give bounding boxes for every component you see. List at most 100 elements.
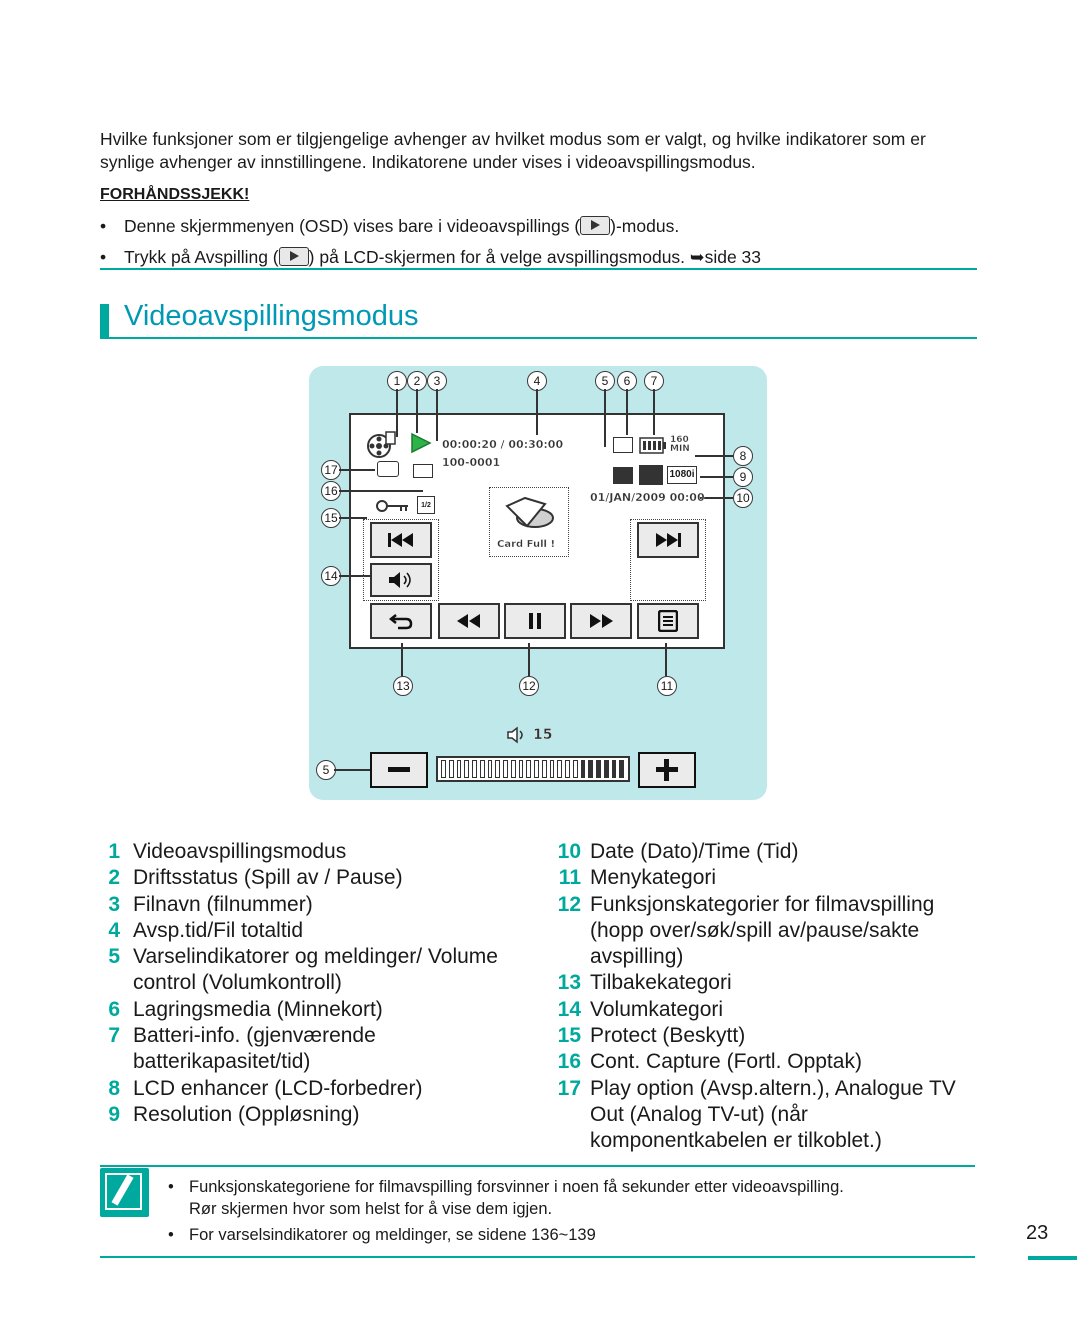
pause-icon (529, 613, 541, 629)
volume-bar[interactable] (436, 756, 630, 782)
legend-text: Menykategori (590, 866, 717, 890)
volume-button[interactable] (370, 563, 432, 597)
legend-number: 6 (108, 997, 120, 1021)
back-button[interactable] (370, 603, 432, 639)
legend-text: Batteri-info. (gjenværende batterikapasi… (133, 1024, 376, 1074)
volume-tick (619, 760, 624, 778)
volume-tick (503, 760, 508, 778)
leader-line (396, 389, 398, 437)
return-icon (388, 614, 413, 630)
legend-item: 16 Cont. Capture (Fortl. Opptak) (557, 1049, 977, 1075)
note-text-2: For varselsindikatorer og meldinger, se … (189, 1226, 596, 1244)
volume-tick (464, 760, 469, 778)
precheck-bullet-2-text-a: Trykk på Avspilling ( (124, 247, 279, 267)
skip-forward-area (630, 519, 706, 601)
legend-number: 3 (108, 892, 120, 916)
legend-number: 15 (557, 1024, 581, 1048)
legend-text: Filnavn (filnummer) (133, 892, 313, 916)
volume-up-button[interactable] (638, 752, 696, 788)
legend-text: LCD enhancer (LCD-forbedrer) (133, 1076, 423, 1100)
legend-number: 11 (558, 866, 581, 890)
precheck-bullet-2-text-b: ) på LCD-skjermen for å velge avspilling… (308, 247, 762, 267)
resolution-icon: 1080i (667, 466, 697, 484)
legend-text: Protect (Beskytt) (590, 1024, 746, 1048)
battery-unit: MIN (670, 444, 690, 454)
minus-icon (388, 767, 410, 772)
divider (100, 1256, 975, 1258)
date-time: 01/JAN/2009 00:00 (590, 491, 705, 504)
page-marker (1028, 1256, 1077, 1260)
page-number: 23 (1026, 1222, 1049, 1244)
leader-line (528, 643, 530, 676)
card-full-message: Card Full ! (497, 539, 556, 550)
legend-number: 9 (108, 1102, 120, 1126)
skip-back-button[interactable] (370, 522, 432, 558)
volume-tick (495, 760, 500, 778)
callout-9: 9 (733, 467, 753, 487)
callout-14: 14 (321, 566, 341, 586)
cont-capture-icon: 1/2 (417, 496, 435, 514)
divider (100, 268, 977, 270)
callout-7: 7 (644, 371, 664, 391)
volume-bar-fill (440, 760, 626, 778)
play-status-icon (411, 432, 432, 454)
memory-card-icon (613, 437, 633, 453)
divider (100, 337, 977, 339)
volume-tick (549, 760, 555, 778)
legend-number: 13 (557, 971, 581, 995)
fast-forward-button[interactable] (570, 603, 632, 639)
battery-icon (639, 437, 666, 454)
video-playback-mode-icon (367, 431, 396, 458)
callout-11: 11 (657, 676, 677, 696)
leader-line (536, 389, 538, 435)
battery-time: 160 (670, 435, 689, 445)
note-text-1: Funksjonskategoriene for filmavspilling … (189, 1178, 844, 1218)
legend-text: Volumkategori (590, 997, 724, 1021)
callout-4: 4 (527, 371, 547, 391)
callout-17: 17 (321, 460, 341, 480)
file-number: 100-0001 (442, 456, 501, 469)
volume-tick (596, 760, 601, 778)
callout-15: 15 (321, 508, 341, 528)
rewind-button[interactable] (438, 603, 500, 639)
volume-tick (479, 760, 485, 778)
pause-button[interactable] (504, 603, 566, 639)
legend-number: 17 (557, 1076, 581, 1100)
plus-icon (656, 759, 678, 781)
volume-tick (565, 760, 570, 778)
skip-forward-icon (656, 533, 681, 547)
lcd-enhancer-icon (613, 467, 633, 484)
leader-line (416, 389, 418, 433)
legend-text: Tilbakekategori (590, 971, 732, 995)
volume-down-button[interactable] (370, 752, 428, 788)
skip-back-icon (388, 533, 413, 547)
legend-text: Funksjonskategorier for filmavspilling (… (590, 892, 935, 969)
menu-button[interactable] (637, 603, 699, 639)
legend-text: Cont. Capture (Fortl. Opptak) (590, 1050, 862, 1074)
legend-text: Videoavspillingsmodus (133, 840, 347, 863)
card-full-icon (505, 496, 554, 528)
legend-text: Varselindikatorer og meldinger/ Volume c… (133, 945, 498, 995)
legend-text: Date (Dato)/Time (Tid) (590, 840, 799, 863)
legend-number: 4 (108, 918, 120, 942)
legend-item: 15 Protect (Beskytt) (557, 1023, 977, 1049)
legend-item: 3 Filnavn (filnummer) (100, 892, 520, 918)
leader-line (334, 769, 370, 771)
precheck-title: FORHÅNDSSJEKK! (100, 186, 250, 203)
skip-forward-button[interactable] (637, 522, 699, 558)
volume-tick (580, 760, 586, 778)
leader-line (401, 643, 403, 676)
leader-line (695, 455, 733, 457)
legend-number: 16 (557, 1050, 581, 1074)
precheck-bullet-1: •Denne skjermmenyen (OSD) vises bare i v… (100, 216, 680, 236)
legend-number: 7 (108, 1024, 120, 1048)
